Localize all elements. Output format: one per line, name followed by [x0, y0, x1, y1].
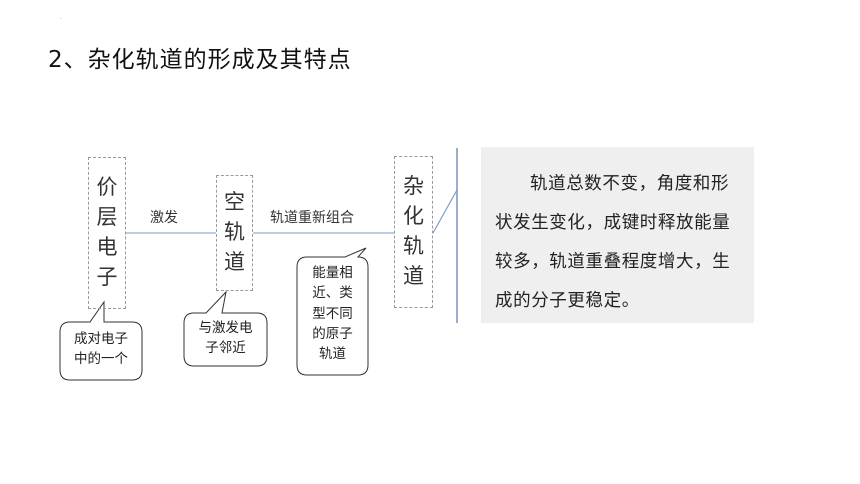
node-char: 子	[96, 264, 118, 289]
callout-neighbor-text: 与激发电 子邻近	[184, 318, 267, 359]
page-title: 2、杂化轨道的形成及其特点	[48, 47, 352, 73]
callout-bubble-pair	[59, 300, 143, 381]
connector-line	[432, 189, 458, 234]
callout-line: 成对电子	[74, 331, 128, 347]
description-panel: 轨道总数不变，角度和形状发生变化，成键时释放能量较多，轨道重叠程度增大，生成的分…	[481, 147, 754, 323]
callout-bubble-orbital	[296, 247, 369, 376]
node-hybrid-orbital: 杂 化 轨 道	[394, 156, 433, 308]
node-empty-orbital: 空 轨 道	[216, 175, 253, 291]
callout-pair-text: 成对电子 中的一个	[60, 329, 142, 370]
node-char: 轨	[224, 220, 245, 245]
callout-line: 的原子	[312, 325, 353, 342]
edge-label-recombine: 轨道重新组合	[270, 210, 354, 226]
edge-label-excite: 激发	[150, 210, 178, 226]
callout-orbital-text: 能量相 近、类 型不同 的原子 轨道	[297, 263, 368, 364]
node-char: 道	[403, 263, 424, 288]
callout-line: 中的一个	[74, 351, 128, 368]
node-char: 杂	[403, 174, 424, 199]
node-char: 层	[96, 205, 118, 230]
callout-line: 能量相	[312, 265, 353, 281]
node-char: 化	[403, 204, 424, 229]
callout-line: 子邻近	[205, 340, 246, 357]
callout-line: 与激发电	[198, 320, 253, 336]
node-char: 电	[96, 235, 118, 259]
callout-line: 轨道	[319, 346, 346, 362]
callout-bubble-neighbor	[183, 290, 268, 367]
callout-line: 近、类	[312, 285, 353, 302]
node-char: 道	[224, 249, 245, 274]
callout-line: 型不同	[312, 305, 353, 322]
node-char: 空	[224, 190, 245, 215]
node-char: 轨	[403, 234, 424, 258]
node-valence-electron: 价 层 电 子	[88, 157, 126, 309]
corner-mark: ·	[60, 16, 62, 23]
node-char: 价	[96, 175, 118, 200]
